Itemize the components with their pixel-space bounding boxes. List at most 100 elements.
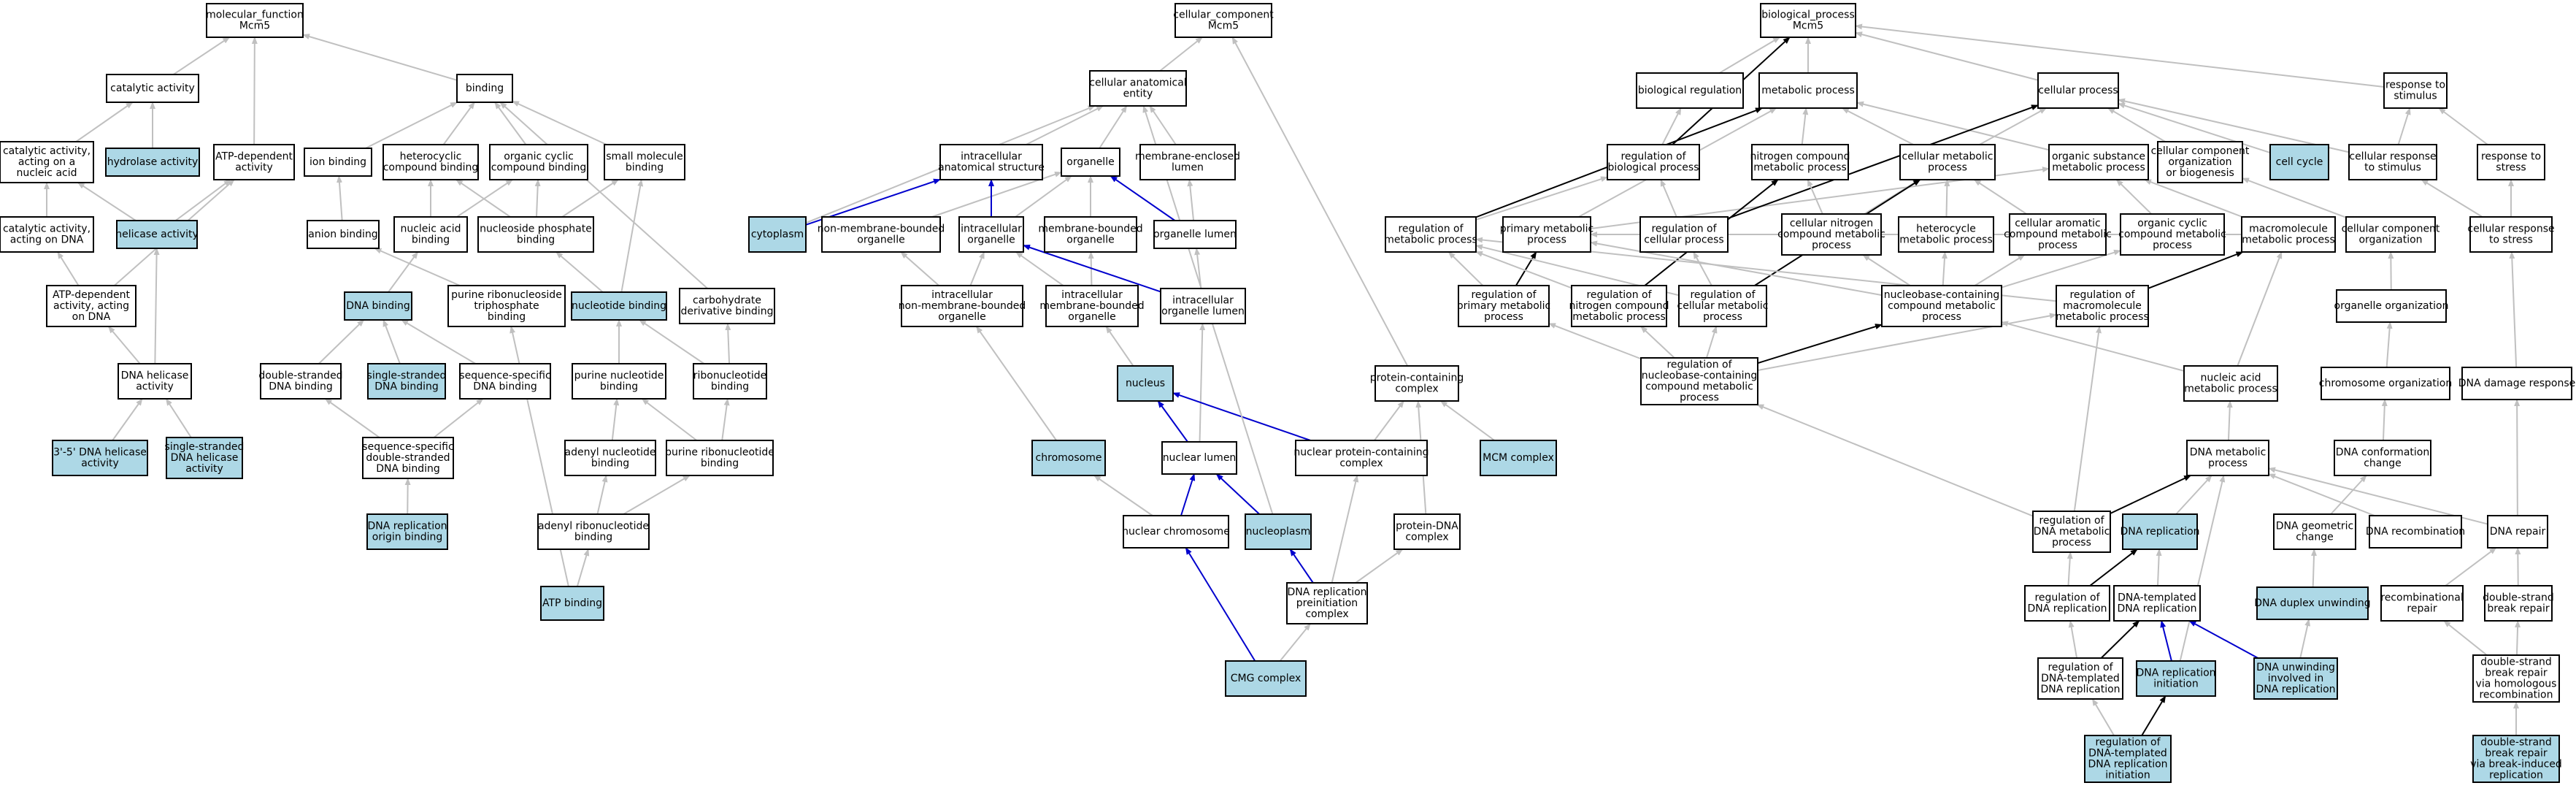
term-node-dna-duplex-unwinding[interactable]: DNA duplex unwinding: [2254, 586, 2371, 620]
term-node-metabolic-process[interactable]: metabolic process: [1758, 72, 1858, 109]
term-node-dna-binding[interactable]: DNA binding: [344, 291, 412, 321]
term-node-mcm-complex[interactable]: MCM complex: [1480, 440, 1557, 476]
term-node-organelle-organization[interactable]: organelle organization: [2334, 289, 2449, 323]
term-node-cellular-process[interactable]: cellular process: [2037, 72, 2119, 109]
term-node-ion-binding[interactable]: ion binding: [304, 148, 372, 177]
term-node-helicase-activity[interactable]: helicase activity: [115, 220, 199, 249]
term-node-dna-damage-response[interactable]: DNA damage response: [2458, 367, 2576, 400]
term-node-catalytic-activity-acting-on-dna[interactable]: catalytic activity,acting on DNA: [0, 216, 94, 253]
term-node-dna-replication[interactable]: DNA replication: [2120, 513, 2200, 550]
term-node-nucleoplasm[interactable]: nucleoplasm: [1245, 513, 1312, 550]
term-node-hydrolase-activity[interactable]: hydrolase activity: [105, 148, 200, 177]
term-node-organelle[interactable]: organelle: [1061, 148, 1120, 177]
term-node-nuclear-chromosome[interactable]: nuclear chromosome: [1122, 515, 1230, 549]
term-node-biological-regulation[interactable]: biological regulation: [1636, 72, 1744, 109]
term-node-dna-recombination[interactable]: DNA recombination: [2366, 515, 2465, 549]
term-node-organelle-lumen[interactable]: organelle lumen: [1153, 220, 1237, 249]
term-node-nuclear-lumen[interactable]: nuclear lumen: [1161, 441, 1237, 475]
term-node-nucleotide-binding[interactable]: nucleotide binding: [571, 291, 667, 321]
term-node-cmg-complex[interactable]: CMG complex: [1225, 660, 1307, 697]
term-node-nucleus[interactable]: nucleus: [1117, 365, 1174, 402]
term-node-chromosome[interactable]: chromosome: [1031, 440, 1106, 476]
term-node-anion-binding[interactable]: anion binding: [307, 220, 380, 249]
term-node-atp-binding[interactable]: ATP binding: [540, 586, 604, 621]
term-node-binding[interactable]: binding: [456, 74, 513, 103]
term-node-dna-repair[interactable]: DNA repair: [2487, 515, 2548, 549]
term-node-chromosome-organization[interactable]: chromosome organization: [2319, 367, 2452, 400]
term-node-intracellular-non-membrane-bounded-organelle[interactable]: intracellularnon-membrane-boundedorganel…: [899, 285, 1026, 327]
